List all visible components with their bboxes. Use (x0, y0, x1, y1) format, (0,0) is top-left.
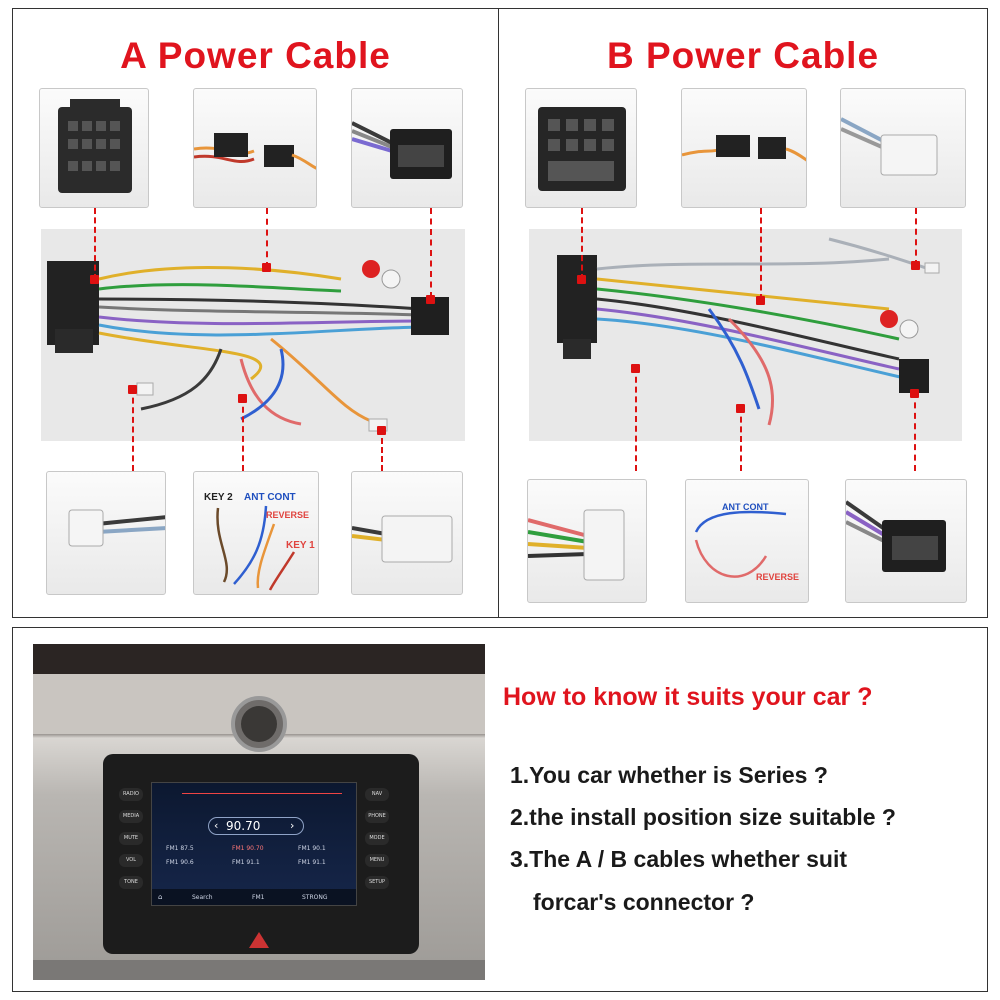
iso-connector-image (39, 88, 149, 208)
two-pin-connector-icon (682, 135, 806, 162)
frequency-box (208, 817, 304, 835)
harness-a-image (41, 229, 465, 441)
label-key1: KEY 1 (286, 540, 315, 551)
preset-5[interactable]: FM1 91.1 (232, 859, 260, 866)
question-3: 3.The A / B cables whether suit (510, 846, 847, 872)
marker-line (381, 429, 383, 471)
black-16-pin-b-image (845, 479, 967, 603)
panel-a-title: A Power Cable (120, 35, 391, 76)
head-unit-screen: ‹ 90.70 › FM1 87.5 FM1 90.70 FM1 90.1 FM… (151, 782, 357, 906)
small-connector-b-image (681, 88, 807, 208)
marker-dot (262, 263, 271, 272)
marker-dot (426, 295, 435, 304)
mode-button[interactable]: MODE (365, 832, 389, 845)
search-tab[interactable]: Search (192, 894, 213, 901)
quadlock-connector-image (525, 88, 637, 208)
marker-line (132, 388, 134, 471)
small-connector-image (193, 88, 317, 208)
white-16-pin-image (351, 471, 463, 595)
nav-button[interactable]: NAV (365, 788, 389, 801)
white-plug-image (46, 471, 166, 595)
iso-connector-icon (58, 99, 132, 193)
marker-dot (90, 275, 99, 284)
menu-button[interactable]: MENU (365, 854, 389, 867)
white-16-pin-icon (352, 515, 453, 563)
vol-button[interactable]: VOL (119, 854, 143, 867)
white-plug-icon (68, 509, 165, 547)
preset-4[interactable]: FM1 90.6 (166, 859, 194, 866)
prev-station-icon[interactable]: ‹ (214, 819, 219, 832)
marker-line (94, 208, 96, 280)
question-3-continued: forcar's connector ? (533, 889, 755, 915)
wiring-harness-b-icon (557, 237, 940, 426)
marker-line (760, 208, 762, 300)
harness-b-image (529, 229, 962, 441)
label-reverse: REVERSE (756, 572, 800, 582)
question-2: 2.the install position size suitable ? (510, 804, 896, 830)
preset-6[interactable]: FM1 91.1 (298, 859, 326, 866)
marker-line (635, 367, 637, 471)
preset-2[interactable]: FM1 90.70 (232, 845, 264, 852)
black-16-pin-icon (846, 500, 946, 572)
mute-button[interactable]: MUTE (119, 832, 143, 845)
marker-dot (577, 275, 586, 284)
compatibility-panel: RADIO MEDIA MUTE VOL TONE NAV PHONE MODE… (12, 627, 988, 992)
16-pin-plug-icon (352, 121, 452, 179)
marker-line (430, 208, 432, 298)
marker-dot (128, 385, 137, 394)
white-plug-icon (841, 117, 938, 176)
strong-tab[interactable]: STRONG (302, 894, 328, 901)
info-title: How to know it suits your car ? (503, 683, 873, 711)
marker-dot (756, 296, 765, 305)
label-reverse: REVERSE (266, 510, 310, 520)
panel-b-power-cable: B Power Cable (498, 8, 988, 618)
marker-line (581, 208, 583, 280)
quadlock-connector-icon (538, 107, 626, 191)
band-tab[interactable]: FM1 (252, 894, 265, 901)
marker-dot (377, 426, 386, 435)
marker-line (266, 208, 268, 268)
marker-line (914, 392, 916, 471)
next-station-icon[interactable]: › (290, 819, 295, 832)
marker-line (740, 407, 742, 471)
ant-reverse-wires-icon (694, 510, 787, 578)
marker-line (242, 397, 244, 471)
marker-dot (910, 389, 919, 398)
panel-b-title: B Power Cable (606, 35, 880, 76)
ant-reverse-wires-image: ANT CONT REVERSE (685, 479, 809, 603)
phone-button[interactable]: PHONE (365, 810, 389, 823)
label-key2: KEY 2 (204, 492, 233, 503)
white-16-pin-icon (528, 509, 625, 581)
marker-line (915, 208, 917, 266)
preset-3[interactable]: FM1 90.1 (298, 845, 326, 852)
media-button[interactable]: MEDIA (119, 810, 143, 823)
label-ant-cont: ANT CONT (722, 502, 769, 512)
marker-dot (238, 394, 247, 403)
white-16-pin-b-image (527, 479, 647, 603)
two-pin-connector-icon (194, 133, 316, 170)
bottom-bar (152, 889, 356, 905)
panel-a-power-cable: A Power Cable (12, 8, 499, 618)
preset-1[interactable]: FM1 87.5 (166, 845, 194, 852)
home-icon[interactable]: ⌂ (158, 893, 163, 901)
key-wires-icon (216, 505, 296, 591)
tone-button[interactable]: TONE (119, 876, 143, 889)
16-pin-connector-image (351, 88, 463, 208)
wiring-harness-a-icon (47, 260, 449, 432)
car-dashboard-image: RADIO MEDIA MUTE VOL TONE NAV PHONE MODE… (33, 644, 485, 980)
white-connector-b-image (840, 88, 966, 208)
label-ant-cont: ANT CONT (244, 492, 296, 503)
setup-button[interactable]: SETUP (365, 876, 389, 889)
marker-dot (911, 261, 920, 270)
tuner-scale (182, 793, 342, 794)
key-wires-image: KEY 2 ANT CONT REVERSE KEY 1 (193, 471, 319, 595)
marker-dot (631, 364, 640, 373)
marker-dot (736, 404, 745, 413)
frequency-readout: 90.70 (226, 819, 261, 833)
question-1: 1.You car whether is Series ? (510, 762, 828, 788)
radio-button[interactable]: RADIO (119, 788, 143, 801)
